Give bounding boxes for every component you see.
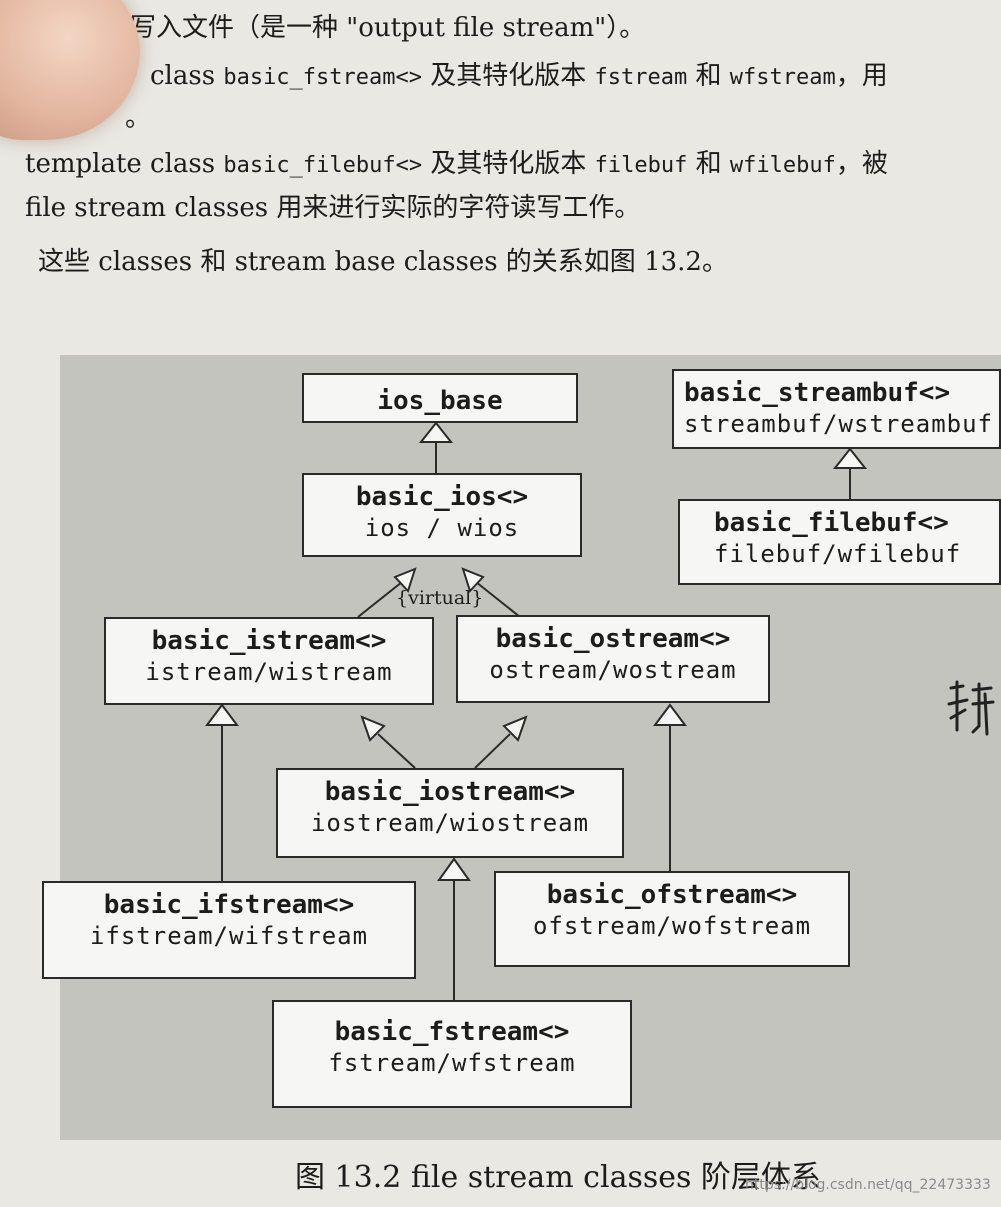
arrow-ofstream-to-ostream — [653, 703, 687, 726]
text-line-4: template class basic_filebuf<> 及其特化版本 fi… — [25, 148, 888, 182]
code-basic-filebuf: basic_filebuf<> — [223, 153, 423, 178]
arrow-filebuf-to-streambuf — [832, 447, 868, 469]
text-line-2: class basic_fstream<> 及其特化版本 fstream 和 w… — [150, 60, 888, 94]
handwritten-scribble — [947, 680, 995, 736]
node-basic-ofstream-sub: ofstream/wofstream — [532, 912, 812, 940]
node-basic-iostream: basic_iostream<> iostream/wiostream — [276, 768, 624, 858]
node-ios-base-title: ios_base — [377, 386, 503, 416]
node-basic-ifstream: basic_ifstream<> ifstream/wifstream — [42, 881, 416, 979]
text-line-2-mid: 及其特化版本 — [422, 61, 595, 91]
arrow-ios-to-iosbase — [418, 421, 454, 443]
text-line-4-post: ，被 — [835, 149, 888, 179]
inheritance-arrows — [205, 421, 868, 1000]
node-basic-istream: basic_istream<> istream/wistream — [104, 617, 434, 705]
arrow-fstream-to-iostream — [437, 857, 471, 881]
node-basic-ifstream-sub: ifstream/wifstream — [89, 922, 369, 950]
text-line-6: 这些 classes 和 stream base classes 的关系如图 1… — [38, 247, 728, 277]
node-basic-ifstream-title: basic_ifstream<> — [103, 890, 355, 920]
text-line-4-pre: template class — [25, 149, 224, 179]
node-basic-streambuf-sub: streambuf/wstreambuf — [684, 410, 993, 438]
node-ios-base: ios_base — [302, 373, 578, 423]
watermark-url: https://blog.csdn.net/qq_22473333 — [745, 1177, 991, 1193]
node-basic-ios-title: basic_ios<> — [355, 482, 529, 512]
node-basic-ostream-title: basic_ostream<> — [495, 624, 731, 654]
text-line-2-post: ，用 — [835, 61, 888, 91]
node-basic-streambuf-title: basic_streambuf<> — [684, 378, 951, 408]
node-basic-ios: basic_ios<> ios / wios — [302, 473, 582, 557]
arrow-ostream-to-ios — [461, 567, 485, 593]
node-basic-ios-sub: ios / wios — [364, 514, 520, 542]
code-basic-fstream: basic_fstream<> — [223, 65, 423, 90]
node-basic-ofstream-title: basic_ofstream<> — [546, 880, 798, 910]
text-line-4-mid: 及其特化版本 — [422, 149, 595, 179]
node-basic-istream-sub: istream/wistream — [145, 658, 393, 686]
code-filebuf: filebuf — [594, 153, 688, 178]
node-basic-streambuf: basic_streambuf<> streambuf/wstreambuf — [672, 369, 1001, 449]
node-basic-ostream: basic_ostream<> ostream/wostream — [456, 615, 770, 703]
text-line-3: 。 — [125, 103, 152, 133]
node-basic-ostream-sub: ostream/wostream — [489, 656, 737, 684]
node-basic-iostream-sub: iostream/wiostream — [310, 809, 590, 837]
arrow-iostream-to-istream — [360, 715, 386, 742]
node-basic-filebuf-title: basic_filebuf<> — [714, 508, 949, 538]
figure-caption: 图 13.2 file stream classes 阶层体系 — [295, 1160, 821, 1195]
node-basic-filebuf: basic_filebuf<> filebuf/wfilebuf — [678, 499, 1001, 585]
virtual-label: {virtual} — [396, 587, 484, 609]
code-fstream: fstream — [594, 65, 688, 90]
node-basic-fstream-title: basic_fstream<> — [334, 1017, 570, 1047]
text-line-4-and: 和 — [687, 149, 730, 179]
node-basic-istream-title: basic_istream<> — [151, 626, 387, 656]
text-line-2-pre: class — [150, 61, 224, 91]
node-basic-fstream-sub: fstream/wfstream — [328, 1049, 576, 1077]
finger-thumb — [0, 0, 140, 140]
class-hierarchy-diagram: {virtual} ios_base basic_ios<> ios / wio… — [42, 355, 1001, 1140]
arrow-istream-to-ios — [393, 567, 417, 593]
arrow-ifstream-to-istream — [205, 703, 239, 726]
text-line-1: 写入文件（是一种 "output file stream"）。 — [130, 13, 646, 43]
node-basic-ofstream: basic_ofstream<> ofstream/wofstream — [494, 871, 850, 967]
text-line-5: file stream classes 用来进行实际的字符读写工作。 — [25, 193, 641, 223]
arrow-iostream-to-ostream — [502, 715, 528, 742]
text-line-2-and: 和 — [687, 61, 730, 91]
node-basic-fstream: basic_fstream<> fstream/wfstream — [272, 1000, 632, 1108]
code-wfilebuf: wfilebuf — [729, 153, 836, 178]
code-wfstream: wfstream — [729, 65, 836, 90]
node-basic-filebuf-sub: filebuf/wfilebuf — [714, 540, 962, 568]
node-basic-iostream-title: basic_iostream<> — [324, 777, 576, 807]
